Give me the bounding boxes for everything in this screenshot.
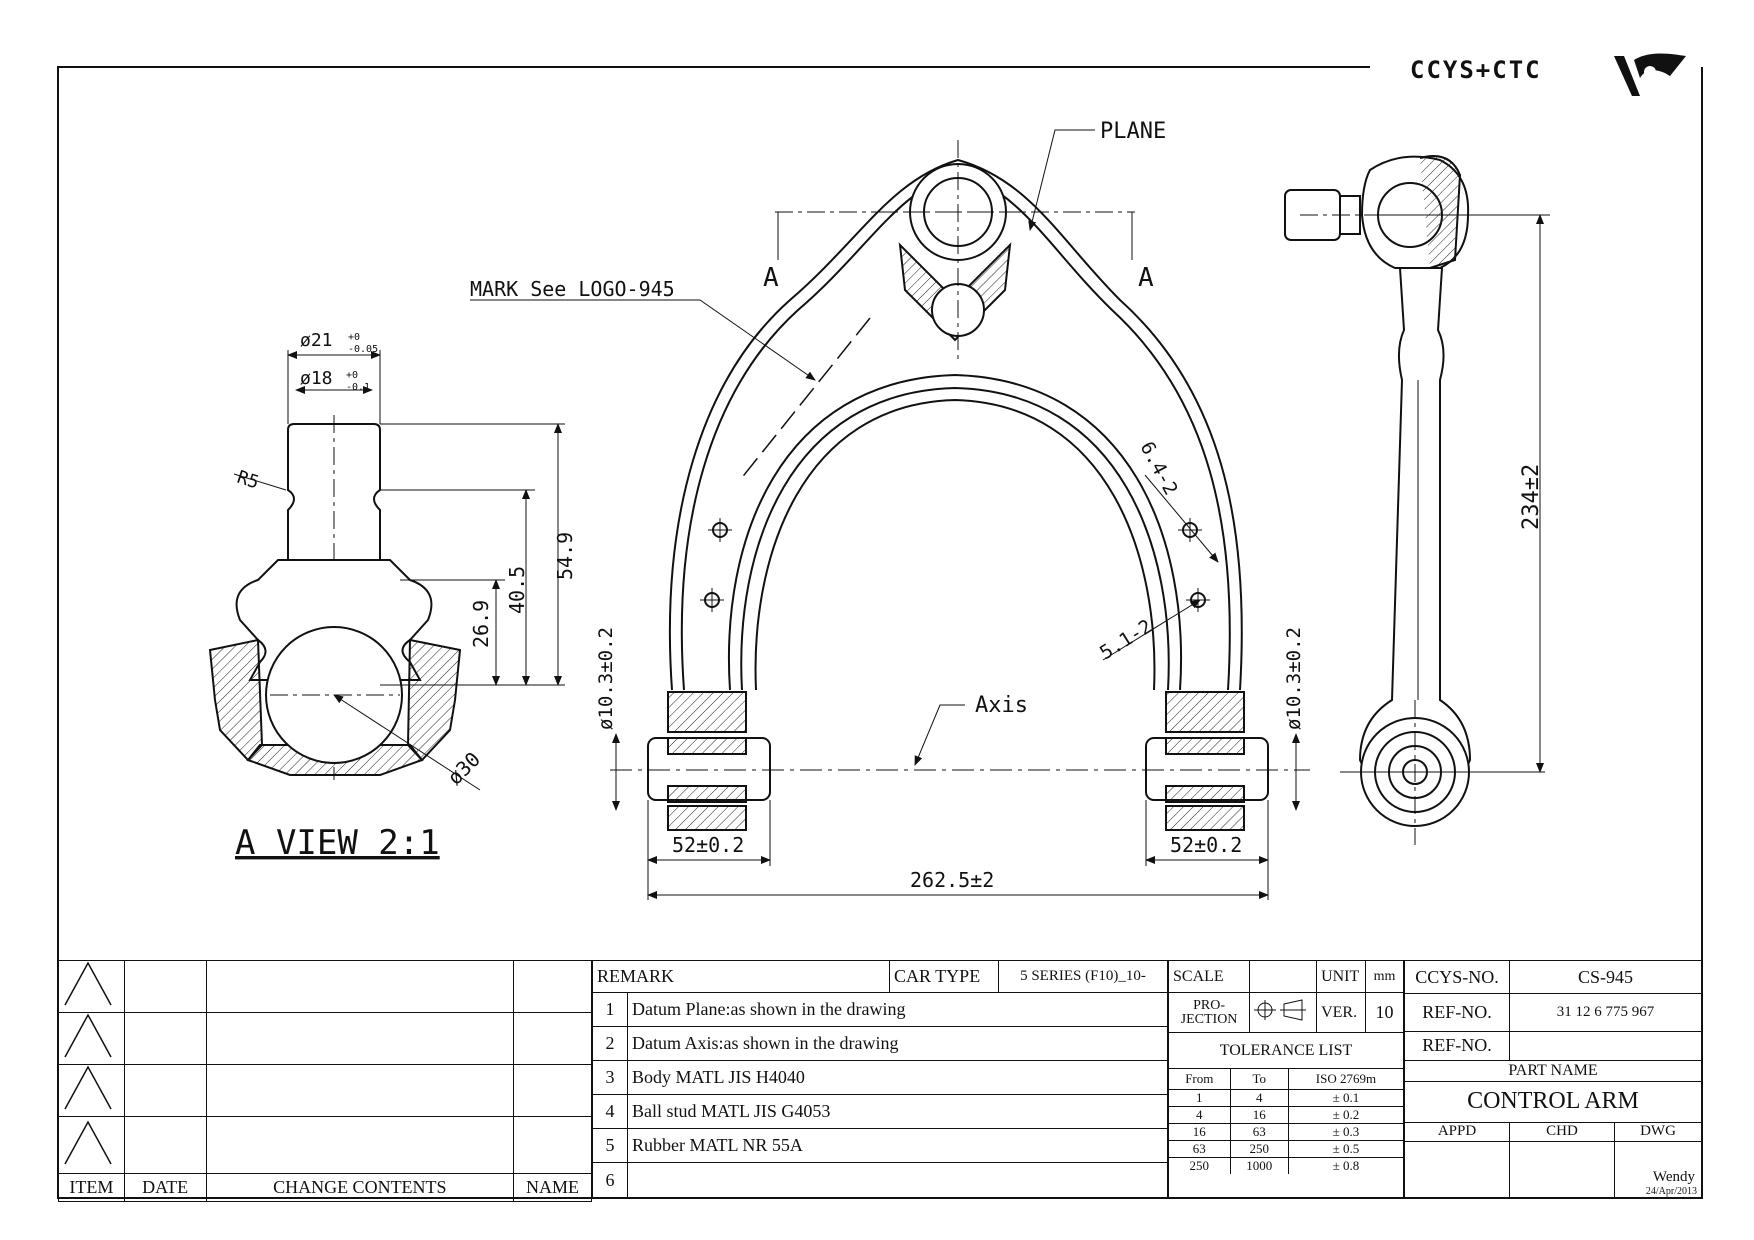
revision-table: ITEM DATE CHANGE CONTENTS NAME	[58, 960, 592, 1202]
dim-d18-tol-lower: -0.1	[346, 382, 370, 393]
side-view	[1284, 155, 1550, 845]
remark-item	[627, 1162, 1168, 1199]
dwg-date: 24/Apr/2013	[1645, 1186, 1697, 1197]
dim-h269: 26.9	[469, 600, 493, 648]
arm-inner-edge	[728, 373, 1182, 691]
chd-label: CHD	[1509, 1122, 1615, 1142]
remark-item: Datum Plane:as shown in the drawing	[627, 992, 1168, 1027]
remark-item: Datum Axis:as shown in the drawing	[627, 1026, 1168, 1061]
car-type-label: CAR TYPE	[889, 960, 999, 993]
ccys-no-label: CCYS-NO.	[1404, 959, 1510, 995]
dim-d18-tol-upper: +0	[346, 370, 358, 381]
dwg-name: Wendy	[1652, 1169, 1695, 1185]
axis-label: Axis	[975, 693, 1028, 718]
part-info-table: CCYS-NO. CS-945 REF-NO. 31 12 6 775 967 …	[1404, 959, 1702, 1199]
plane-label: PLANE	[1100, 119, 1166, 144]
dim-d103-left: ø10.3±0.2	[595, 627, 617, 730]
mark-note: MARK See LOGO-945	[470, 277, 675, 301]
bushing-left-lower	[667, 805, 747, 831]
part-name-label: PART NAME	[1404, 1059, 1702, 1082]
a-view-labels: ø21 +0 -0.05 ø18 +0 -0.1 R5 54.9 40.5 26…	[234, 330, 577, 863]
a-view-section	[208, 350, 565, 791]
header-name: NAME	[513, 1173, 592, 1202]
dim-d103-right: ø10.3±0.2	[1283, 627, 1305, 730]
bushing-left-upper	[667, 691, 747, 733]
housing-left	[208, 638, 264, 762]
spec-table: SCALE UNIT mm PRO- JECTION VER. 10 TOLER…	[1167, 960, 1404, 1199]
header-item: ITEM	[58, 1173, 125, 1202]
ccys-no-value: CS-945	[1509, 959, 1702, 995]
logo-mark-icon	[1614, 53, 1686, 96]
housing-right	[406, 638, 462, 762]
logo-text: CCYS+CTC	[1410, 56, 1542, 84]
dim-d18: ø18	[300, 368, 333, 389]
dim-d30: ø30	[443, 747, 486, 790]
frame-border	[57, 66, 1703, 1199]
header-date: DATE	[123, 1173, 207, 1202]
unit-label: UNIT	[1316, 960, 1367, 993]
part-name-value: CONTROL ARM	[1404, 1080, 1702, 1124]
car-type-value: 5 SERIES (F10)_10-	[998, 960, 1168, 993]
tolerance-title: TOLERANCE LIST	[1168, 1032, 1404, 1069]
appd-label: APPD	[1404, 1122, 1510, 1142]
dim-w52-right: 52±0.2	[1170, 833, 1242, 857]
revision-triangle-icon	[58, 960, 125, 1013]
dim-d21-tol-upper: +0	[348, 332, 360, 343]
dwg-label: DWG	[1614, 1122, 1702, 1142]
ref-no2-value	[1509, 1030, 1702, 1061]
view-label: A VIEW 2:1	[235, 823, 440, 863]
scale-label: SCALE	[1167, 960, 1251, 993]
dim-r5: R5	[234, 467, 261, 494]
control-arm-view	[470, 129, 1310, 900]
projection-symbol-icon	[1249, 992, 1318, 1033]
ver-label: VER.	[1316, 992, 1367, 1033]
dim-h234: 234±2	[1519, 464, 1544, 530]
bushing-right-lower	[1165, 805, 1245, 831]
ver-value: 10	[1365, 992, 1404, 1033]
dim-w52-left: 52±0.2	[672, 833, 744, 857]
remark-title: REMARK	[592, 960, 890, 993]
revision-triangle-icon	[58, 1012, 125, 1065]
revision-triangle-icon	[58, 1116, 125, 1174]
ref-no2-label: REF-NO.	[1404, 1030, 1510, 1061]
dim-h405: 40.5	[505, 566, 529, 614]
remark-item: Rubber MATL NR 55A	[627, 1128, 1168, 1163]
dim-d21-tol-lower: -0.05	[348, 344, 378, 355]
company-logo: CCYS+CTC	[1410, 50, 1700, 102]
remark-item: Body MATL JIS H4040	[627, 1060, 1168, 1095]
dim-span: 262.5±2	[910, 868, 994, 892]
dim-h549: 54.9	[553, 532, 577, 580]
header-change-contents: CHANGE CONTENTS	[205, 1173, 515, 1202]
revision-triangle-icon	[58, 1064, 125, 1117]
unit-value: mm	[1365, 960, 1404, 993]
remark-item: Ball stud MATL JIS G4053	[627, 1094, 1168, 1129]
ref-no-value: 31 12 6 775 967	[1509, 993, 1702, 1032]
section-mark-left: A	[763, 263, 779, 293]
scale-value	[1249, 960, 1318, 993]
bushing-right-upper	[1165, 691, 1245, 733]
projection-label: PRO- JECTION	[1167, 992, 1251, 1033]
ref-no-label: REF-NO.	[1404, 993, 1510, 1032]
dim-d21: ø21	[300, 330, 333, 351]
title-block: ITEM DATE CHANGE CONTENTS NAME REMARK CA…	[58, 959, 1702, 1202]
section-mark-right: A	[1138, 263, 1154, 293]
